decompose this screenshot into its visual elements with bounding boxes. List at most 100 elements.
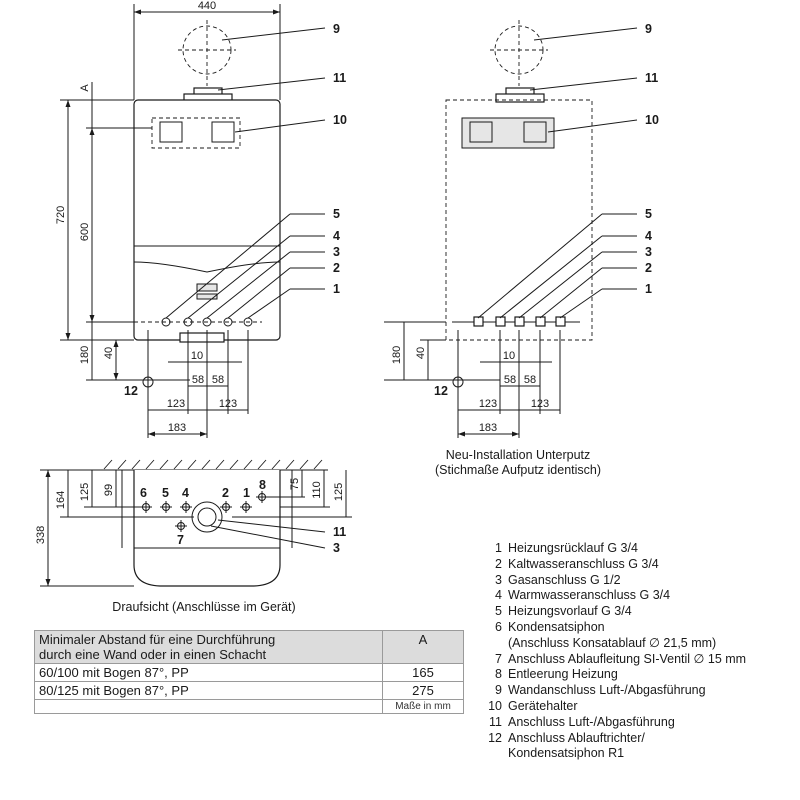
dim-600: 600 xyxy=(79,223,91,241)
callout-2-right: 2 xyxy=(645,261,652,275)
top-label-6: 6 xyxy=(140,486,147,500)
table-row-value: 165 xyxy=(382,663,464,682)
legend-text: Heizungsvorlauf G 3/4 xyxy=(508,604,632,619)
legend-number: 2 xyxy=(495,556,502,571)
callout-2-left: 2 xyxy=(333,261,340,275)
callout-10-left: 10 xyxy=(333,113,347,127)
dim-40: 40 xyxy=(103,347,115,359)
legend-text: Warmwasseranschluss G 3/4 xyxy=(508,588,671,603)
legend-number: 5 xyxy=(495,604,502,619)
callout-12-right: 12 xyxy=(434,384,448,398)
dim-110: 110 xyxy=(311,481,323,499)
legend-number: 12 xyxy=(488,730,502,745)
legend-number xyxy=(482,636,502,652)
legend-number: 10 xyxy=(488,698,502,713)
table-row: 80/125 mit Bogen 87°, PP 275 xyxy=(34,681,464,700)
legend-text: Anschluss Ablaufleitung SI-Ventil ∅ 15 m… xyxy=(508,651,747,666)
dim-125-left: 125 xyxy=(79,483,91,501)
table-header-a: A xyxy=(382,630,464,664)
dim-183-right: 183 xyxy=(479,422,497,434)
front-view: 440 9 11 10 xyxy=(55,0,347,438)
legend-item: 5 Heizungsvorlauf G 3/4 xyxy=(482,604,746,620)
top-label-7: 7 xyxy=(177,533,184,547)
callout-4-left: 4 xyxy=(333,229,340,243)
table-row-label: 80/125 mit Bogen 87°, PP xyxy=(34,681,383,700)
right-view-caption-line1: Neu-Installation Unterputz xyxy=(446,448,591,462)
dim-180-right: 180 xyxy=(391,346,403,364)
min-distance-table: Minimaler Abstand für eine Durchführung … xyxy=(34,630,464,714)
legend-number: 4 xyxy=(495,588,502,603)
top-view-caption: Draufsicht (Anschlüsse im Gerät) xyxy=(112,600,295,614)
dim-10-right: 10 xyxy=(503,350,515,362)
legend-item: 10 Gerätehalter xyxy=(482,699,746,715)
callout-11-left: 11 xyxy=(333,71,346,85)
dim-58-b-right: 58 xyxy=(524,374,536,386)
legend-number: 7 xyxy=(495,651,502,666)
installation-view: 9 11 10 5 4 3 2 1 180 40 xyxy=(384,20,659,477)
dim-123-b-right: 123 xyxy=(531,398,549,410)
dim-10: 10 xyxy=(191,350,203,362)
dim-123-b: 123 xyxy=(219,398,237,410)
callout-3-left: 3 xyxy=(333,245,340,259)
dim-58-a-right: 58 xyxy=(504,374,516,386)
dim-99: 99 xyxy=(103,484,115,496)
legend-number: 9 xyxy=(495,683,502,698)
callout-9-left: 9 xyxy=(333,22,340,36)
callout-3-top: 3 xyxy=(333,541,340,555)
legend-text: Anschluss Ablauftrichter/ xyxy=(508,730,645,745)
legend-number: 8 xyxy=(495,667,502,682)
legend-item: 11 Anschluss Luft-/Abgasführung xyxy=(482,715,746,731)
legend-item: 8 Entleerung Heizung xyxy=(482,667,746,683)
dim-75: 75 xyxy=(289,478,301,490)
callout-11-top: 11 xyxy=(333,525,346,539)
top-label-8: 8 xyxy=(259,478,266,492)
legend-item: Kondensatsiphon R1 xyxy=(482,746,746,762)
dim-58-a: 58 xyxy=(192,374,204,386)
legend-text: Entleerung Heizung xyxy=(508,667,618,682)
callout-11-right: 11 xyxy=(645,71,658,85)
legend-text: Kondensatsiphon R1 xyxy=(508,746,625,761)
legend-number: 1 xyxy=(495,541,502,555)
table-header-row: Minimaler Abstand für eine Durchführung … xyxy=(34,630,464,664)
top-view: 6 5 4 2 1 8 7 11 3 338 164 xyxy=(35,459,352,614)
top-label-5: 5 xyxy=(162,486,169,500)
top-label-2: 2 xyxy=(222,486,229,500)
table-row-value: 275 xyxy=(382,681,464,700)
table-row-label: 60/100 mit Bogen 87°, PP xyxy=(34,663,383,682)
dim-width: 440 xyxy=(198,0,216,12)
legend-text: Kondensatsiphon xyxy=(508,619,605,634)
legend-text: Heizungsrücklauf G 3/4 xyxy=(508,541,638,555)
legend-item: 1 Heizungsrücklauf G 3/4 xyxy=(482,541,746,557)
legend-number xyxy=(482,746,502,762)
top-label-4: 4 xyxy=(182,486,189,500)
legend-item: 7 Anschluss Ablaufleitung SI-Ventil ∅ 15 … xyxy=(482,652,746,668)
callout-5-right: 5 xyxy=(645,207,652,221)
legend-item: 9 Wandanschluss Luft-/Abgasführung xyxy=(482,683,746,699)
legend-item: 4 Warmwasseranschluss G 3/4 xyxy=(482,588,746,604)
callout-1-left: 1 xyxy=(333,282,340,296)
table-header-line1: Minimaler Abstand für eine Durchführung xyxy=(39,632,276,647)
table-unit: Maße in mm xyxy=(382,699,464,714)
dim-58-b: 58 xyxy=(212,374,224,386)
legend-number: 11 xyxy=(489,714,502,729)
table-header-line2: durch eine Wand oder in einen Schacht xyxy=(39,647,267,662)
table-header-label: Minimaler Abstand für eine Durchführung … xyxy=(34,630,383,664)
legend-text: Anschluss Luft-/Abgasführung xyxy=(508,714,675,729)
dim-123-a: 123 xyxy=(167,398,185,410)
legend-text: Gerätehalter xyxy=(508,698,578,713)
dim-164: 164 xyxy=(55,491,67,509)
dim-180: 180 xyxy=(79,346,91,364)
table-unit-spacer xyxy=(34,699,383,714)
legend-number: 3 xyxy=(495,572,502,587)
callout-10-right: 10 xyxy=(645,113,659,127)
dim-a: A xyxy=(79,84,91,92)
table-row: 60/100 mit Bogen 87°, PP 165 xyxy=(34,663,464,682)
callout-9-right: 9 xyxy=(645,22,652,36)
legend-item: (Anschluss Konsatablauf ∅ 21,5 mm) xyxy=(482,636,746,652)
legend-text: Wandanschluss Luft-/Abgasführung xyxy=(508,683,706,698)
